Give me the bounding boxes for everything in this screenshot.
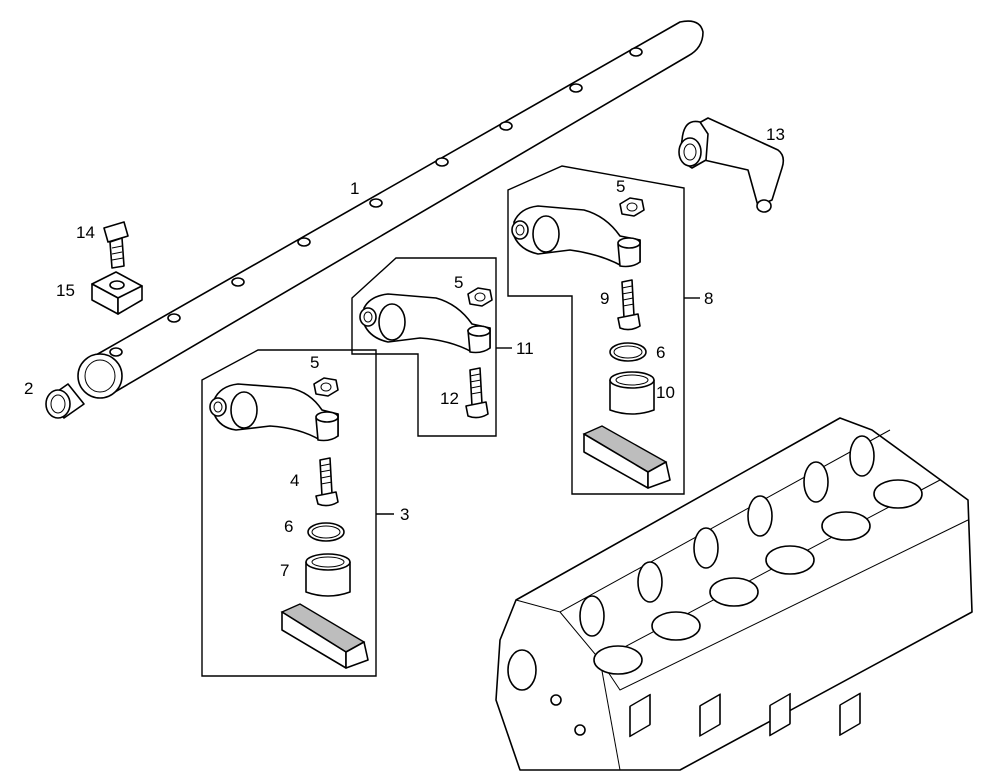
shaft-end-plug (45, 383, 85, 419)
adjusting-screw (315, 457, 339, 507)
bushing (609, 371, 655, 415)
rocker-arm (359, 293, 491, 354)
callout-labels: 1 2 3 4 5 5 5 6 6 7 8 9 10 11 12 13 14 1… (24, 125, 785, 580)
callout-4: 4 (290, 471, 299, 490)
callout-3: 3 (400, 505, 409, 524)
cylinder-head (495, 417, 973, 771)
callout-10: 10 (656, 383, 675, 402)
callout-15: 15 (56, 281, 75, 300)
callout-5-left: 5 (310, 353, 319, 372)
lifting-bracket (678, 117, 785, 213)
side-port-frames (629, 692, 861, 738)
adjusting-screw (465, 367, 489, 419)
adjusting-nut (619, 197, 645, 217)
rocker-shaft (77, 20, 704, 399)
callout-5-right: 5 (616, 177, 625, 196)
rocker-arm (209, 383, 339, 442)
rocker-support (582, 425, 671, 489)
callout-8: 8 (704, 289, 713, 308)
assembly-8-outline (507, 165, 700, 495)
injector-pads (593, 479, 923, 675)
callout-6-right: 6 (656, 343, 665, 362)
snap-ring (609, 342, 647, 362)
callout-14: 14 (76, 223, 95, 242)
callout-6-left: 6 (284, 517, 293, 536)
callout-2: 2 (24, 379, 33, 398)
bushing (305, 553, 351, 597)
callout-12: 12 (440, 389, 459, 408)
assembly-11-outline (351, 257, 512, 437)
shaft-oil-holes (109, 47, 643, 357)
assembly-3-outline (201, 349, 394, 677)
rocker-support (280, 603, 369, 669)
adjusting-screw (617, 279, 641, 331)
snap-ring (307, 522, 345, 542)
rocker-arm (511, 205, 641, 268)
port-openings (579, 435, 875, 637)
adjusting-nut (313, 377, 339, 397)
adjusting-nut (467, 287, 493, 307)
callout-11: 11 (516, 339, 534, 358)
callout-13: 13 (766, 125, 785, 144)
callout-9: 9 (600, 289, 609, 308)
bolt (103, 221, 129, 269)
callout-1: 1 (350, 179, 359, 198)
callout-5-middle: 5 (454, 273, 463, 292)
shaft-support-block (91, 271, 143, 315)
callout-7: 7 (280, 561, 289, 580)
